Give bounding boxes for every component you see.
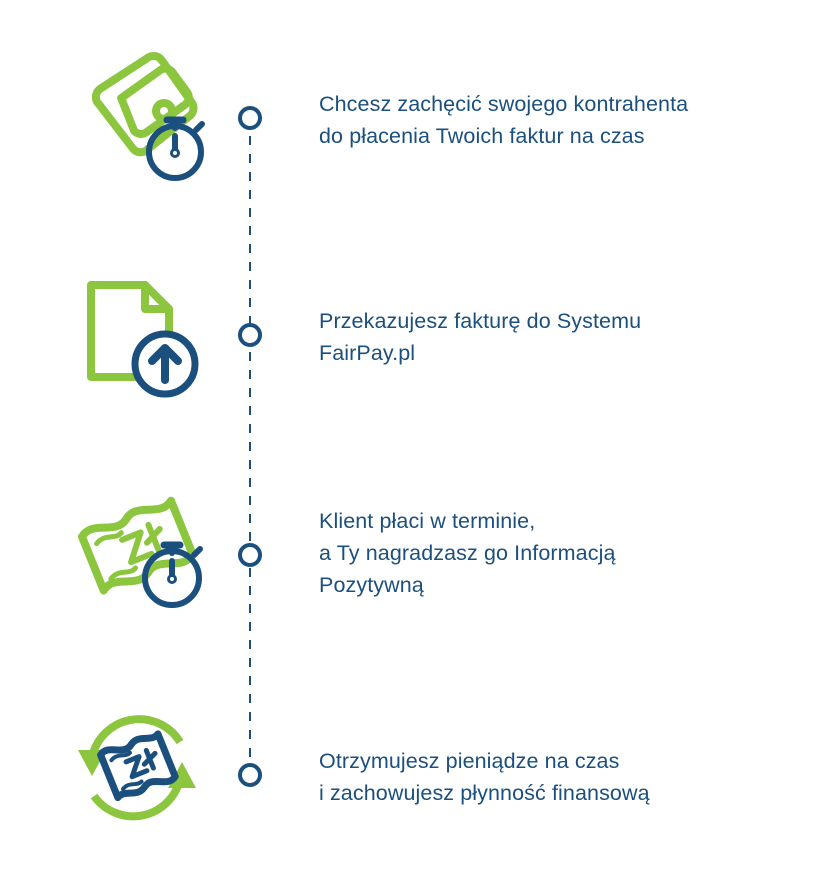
timeline-node-4 [238,763,262,787]
timeline-step-1: Chcesz zachęcić swojego kontrahenta do p… [0,51,820,236]
step-1-line-1: Chcesz zachęcić swojego kontrahenta [319,92,689,116]
timeline-step-4-text: Otrzymujesz pieniądze na czas i zachowuj… [319,745,789,809]
step-4-line-2: i zachowujesz płynność finansową [319,781,650,805]
wallet-stopwatch-icon [68,51,208,186]
timeline-step-1-text: Chcesz zachęcić swojego kontrahenta do p… [319,88,789,152]
timeline-step-2-text: Przekazujesz fakturę do Systemu FairPay.… [319,305,789,369]
step-3-line-1: Klient płaci w terminie, [319,509,536,533]
banknote-stopwatch-icon [68,488,208,618]
timeline-step-4: Otrzymujesz pieniądze na czas i zachowuj… [0,706,820,886]
banknote-refresh-icon [68,706,208,836]
timeline-node-3 [238,543,262,567]
step-3-line-2: a Ty nagradzasz go Informacją [319,541,616,565]
step-2-line-2: FairPay.pl [319,341,416,365]
timeline-dashed-connector [249,118,251,775]
step-3-line-3: Pozytywną [319,573,424,597]
document-upload-icon [68,272,208,402]
step-2-line-1: Przekazujesz fakturę do Systemu [319,309,642,333]
step-1-line-2: do płacenia Twoich faktur na czas [319,124,645,148]
timeline-node-2 [238,323,262,347]
timeline-step-2: Przekazujesz fakturę do Systemu FairPay.… [0,272,820,452]
timeline-step-3-text: Klient płaci w terminie, a Ty nagradzasz… [319,505,789,601]
timeline-step-3: Klient płaci w terminie, a Ty nagradzasz… [0,488,820,668]
step-4-line-1: Otrzymujesz pieniądze na czas [319,749,620,773]
timeline-node-1 [238,106,262,130]
